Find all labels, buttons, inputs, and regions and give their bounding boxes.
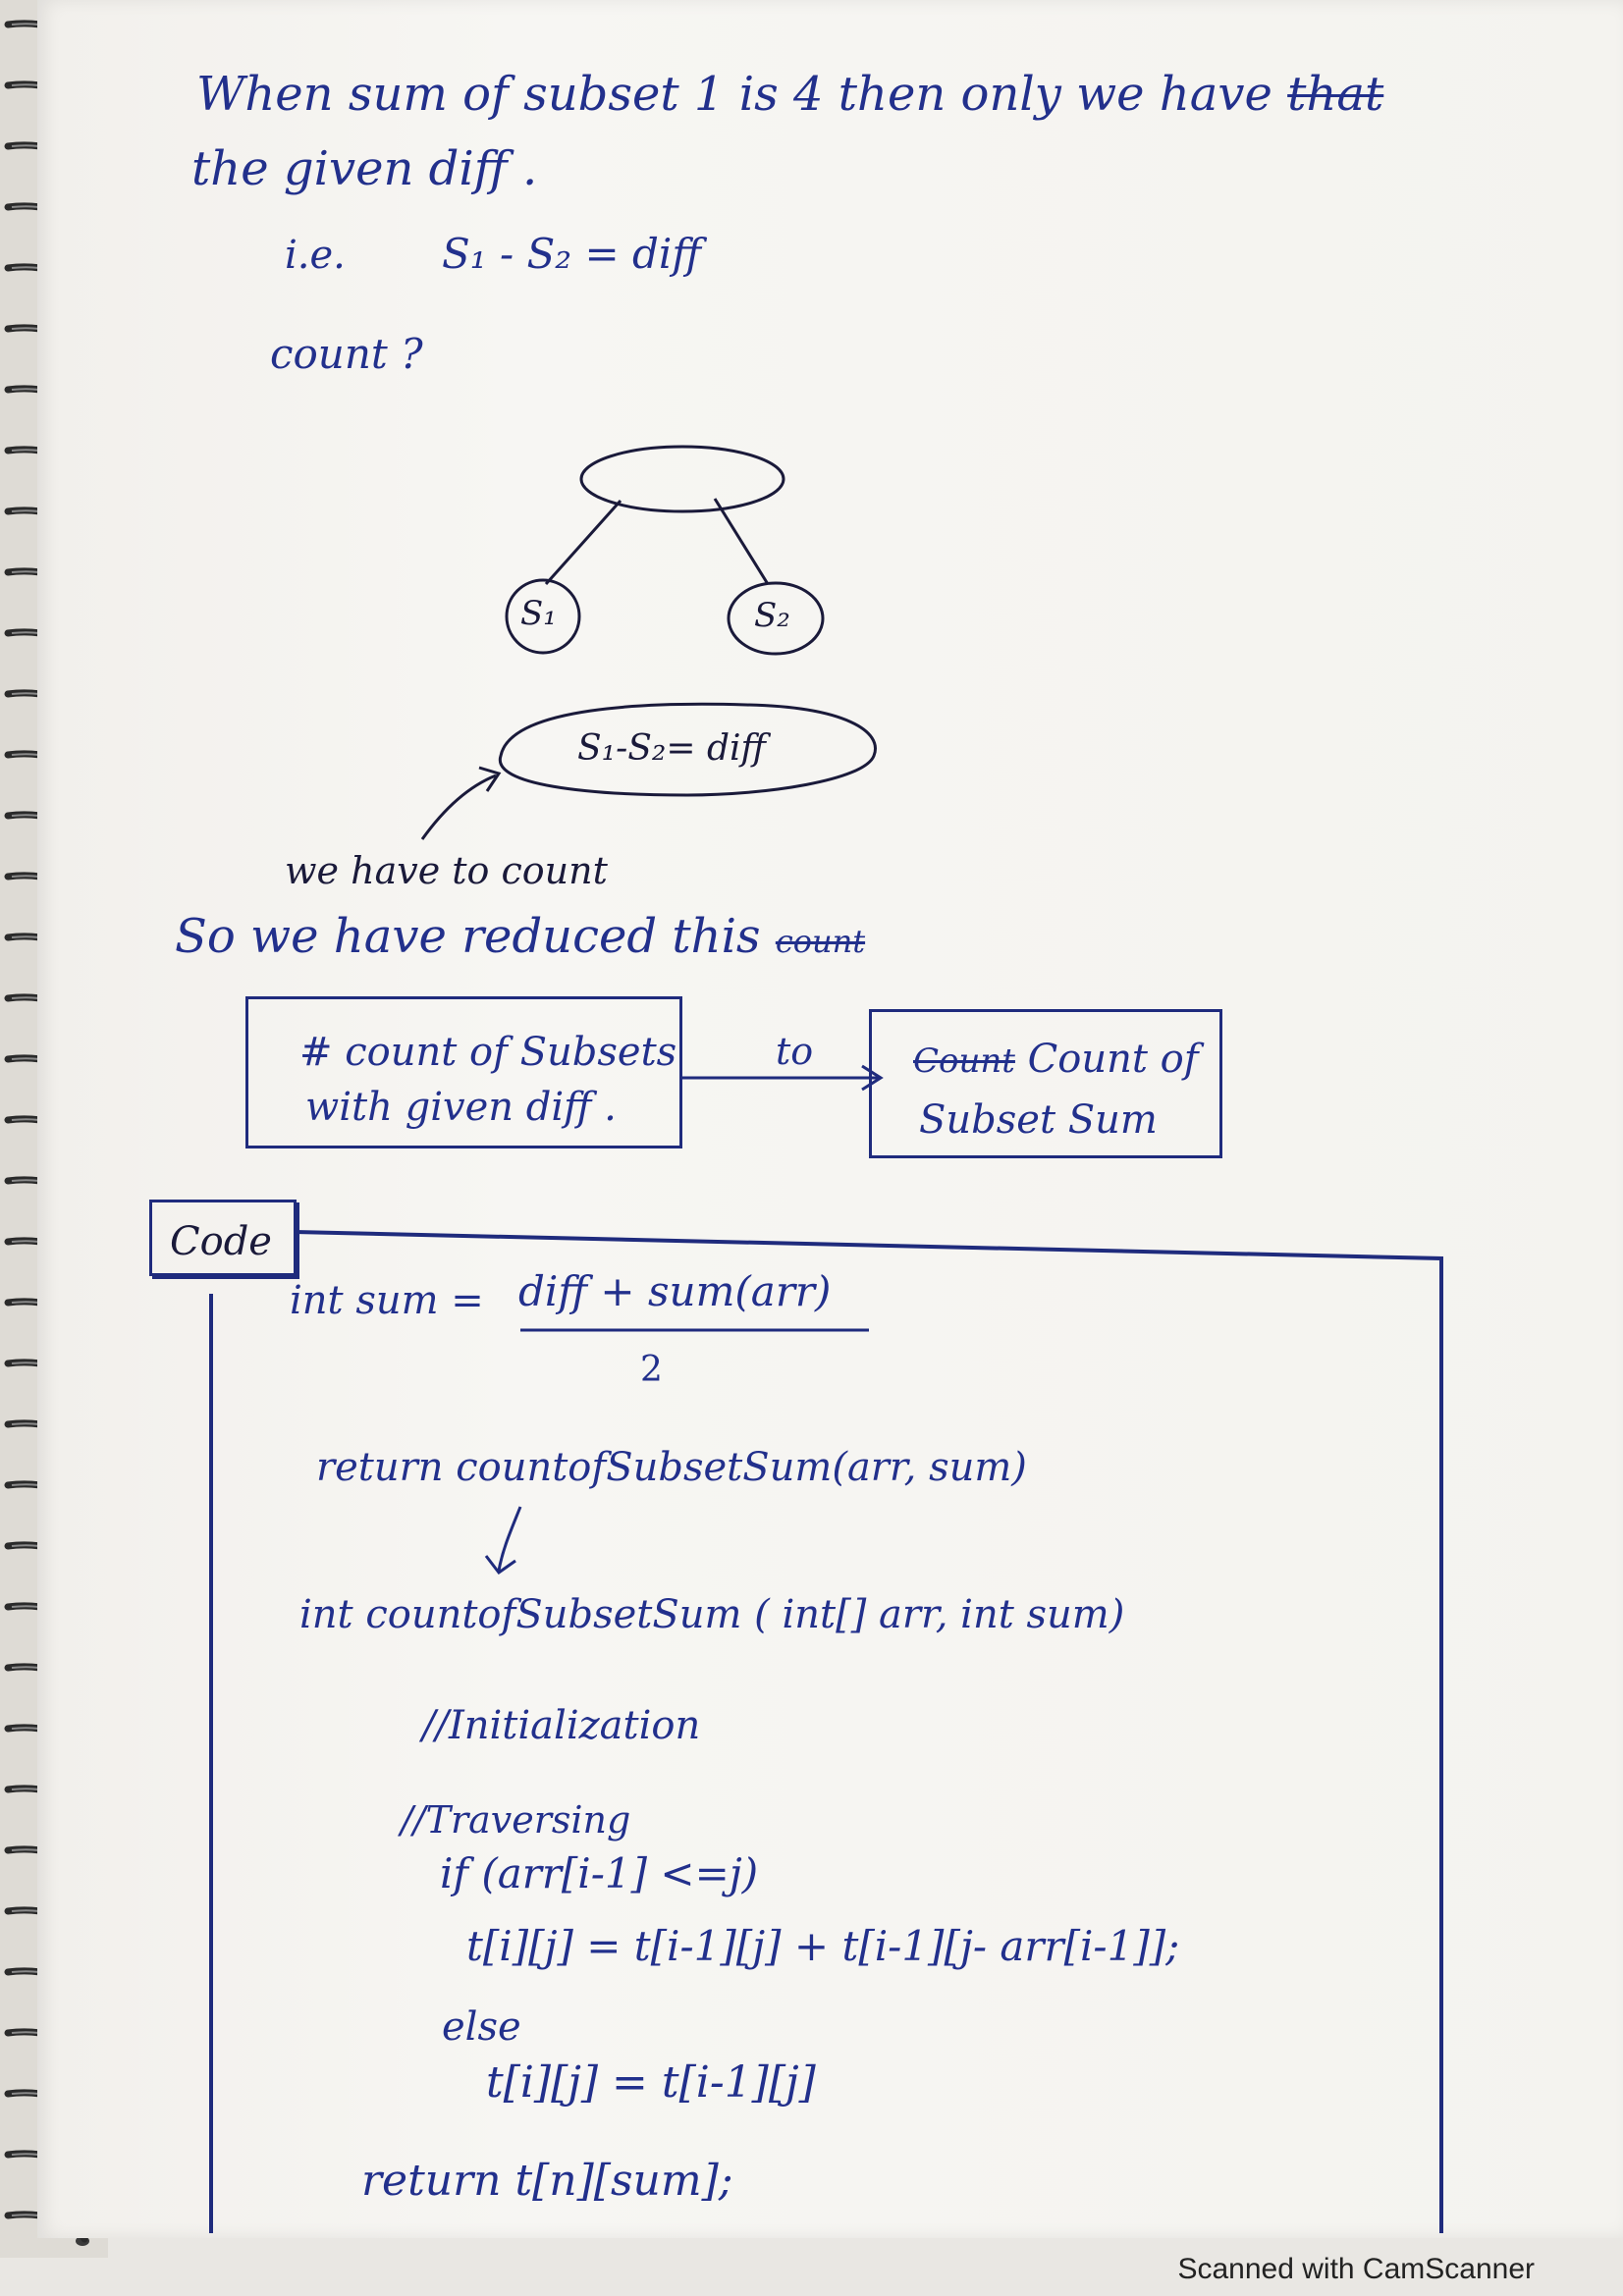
left-branch-line bbox=[544, 500, 622, 585]
code-label: Code bbox=[170, 1219, 272, 1264]
root-node-oval bbox=[579, 445, 785, 513]
to-label: to bbox=[776, 1030, 814, 1073]
diff-oval-label: S₁-S₂= diff bbox=[577, 728, 767, 769]
note-line-1-text: When sum of subset 1 is 4 then only we h… bbox=[196, 67, 1272, 122]
box-left-line-2: with given diff . bbox=[305, 1085, 617, 1130]
box-left-line-1: # count of Subsets bbox=[299, 1030, 677, 1075]
note-line-2: the given diff . bbox=[191, 141, 538, 196]
code-sum-denominator: 2 bbox=[640, 1350, 663, 1390]
box-count-subsets-diff: # count of Subsets with given diff . bbox=[245, 996, 682, 1148]
code-assign-1: t[i][j] = t[i-1][j] + t[i-1][j- arr[i-1]… bbox=[466, 1922, 1180, 1970]
code-sum-numerator: diff + sum(arr) bbox=[518, 1267, 832, 1315]
box-count-subset-sum: Count Count of Subset Sum bbox=[869, 1009, 1222, 1158]
call-arrow-head bbox=[484, 1555, 516, 1575]
reduction-arrow-head bbox=[861, 1064, 884, 1092]
code-assign-2: t[i][j] = t[i-1][j] bbox=[486, 2057, 816, 2108]
s1-node-label: S₁ bbox=[520, 594, 557, 633]
box-right-line-1-text: Count of bbox=[1027, 1037, 1199, 1082]
reduced-struck: count bbox=[775, 923, 866, 960]
code-comment-traverse: //Traversing bbox=[401, 1798, 631, 1842]
call-arrow bbox=[497, 1506, 522, 1572]
equation-s1-s2: S₁ - S₂ = diff bbox=[442, 230, 702, 278]
arrow-label: we have to count bbox=[285, 849, 608, 892]
s1-node-circle bbox=[505, 578, 581, 655]
code-return-1: return countofSubsetSum(arr, sum) bbox=[316, 1445, 1027, 1490]
right-branch-line bbox=[713, 498, 770, 585]
code-comment-init: //Initialization bbox=[422, 1703, 701, 1748]
code-return-2: return t[n][sum]; bbox=[361, 2156, 733, 2206]
code-label-box: Code bbox=[149, 1200, 297, 1276]
s2-node-label: S₂ bbox=[754, 596, 790, 635]
count-question: count ? bbox=[270, 330, 423, 378]
reduced-text: So we have reduced this bbox=[175, 909, 761, 964]
reduced-line: So we have reduced this count bbox=[175, 913, 865, 960]
box-right-line-1: Count Count of bbox=[913, 1040, 1199, 1079]
count-arrow bbox=[420, 774, 497, 840]
ie-label: i.e. bbox=[285, 233, 346, 278]
code-if-line: if (arr[i-1] <=j) bbox=[440, 1849, 759, 1897]
note-line-1-struck: that bbox=[1287, 67, 1384, 122]
camscanner-footer: Scanned with CamScanner bbox=[1177, 2253, 1535, 2285]
notebook-page bbox=[37, 0, 1623, 2238]
code-signature: int countofSubsetSum ( int[] arr, int su… bbox=[299, 1592, 1125, 1637]
code-frame bbox=[209, 1230, 1443, 2233]
diff-oval bbox=[498, 702, 877, 797]
code-sum-lhs: int sum = bbox=[290, 1278, 484, 1323]
box-right-line-2: Subset Sum bbox=[919, 1097, 1158, 1143]
note-line-1: When sum of subset 1 is 4 then only we h… bbox=[196, 71, 1383, 118]
s2-node-circle bbox=[727, 581, 825, 656]
code-else: else bbox=[442, 2004, 521, 2050]
box-right-struck: Count bbox=[913, 1041, 1015, 1081]
count-arrow-head bbox=[478, 766, 502, 792]
